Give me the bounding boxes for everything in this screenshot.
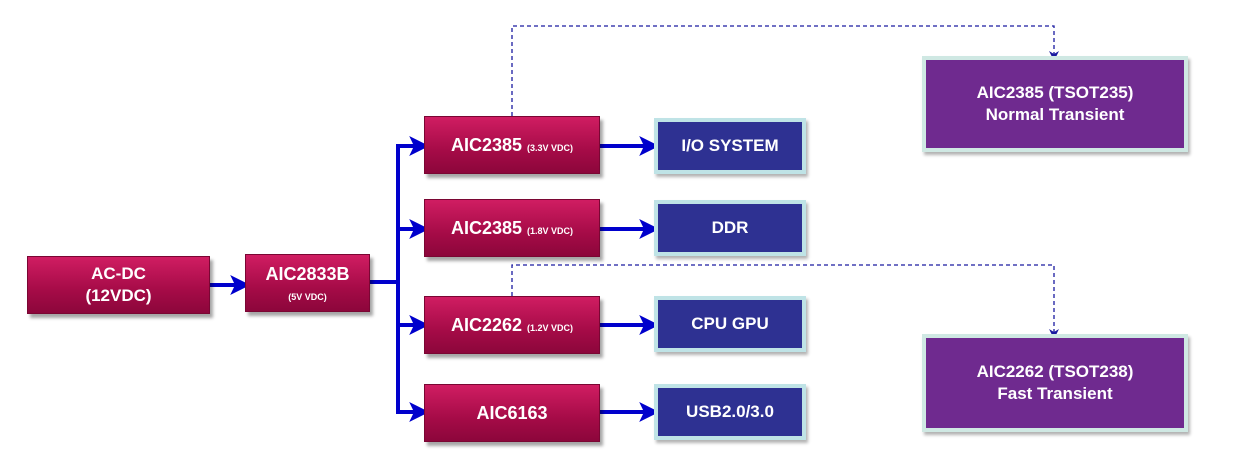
dashed-link-reg-1-to-callout-1	[511, 25, 1059, 116]
source-box: AC-DC (12VDC)	[27, 256, 210, 314]
dashed-link-reg-3-to-callout-2	[511, 264, 1059, 339]
regulator-3-label: AIC2262	[450, 314, 523, 335]
converter-voltage: (5V VDC)	[288, 292, 327, 302]
load-4-label: USB2.0/3.0	[686, 402, 774, 421]
load-box-4: USB2.0/3.0	[654, 384, 806, 440]
callout-box-1: AIC2385 (TSOT235) Normal Transient	[922, 56, 1188, 152]
load-2-label: DDR	[711, 218, 749, 237]
regulator-2-voltage: (1.8V VDC)	[527, 225, 574, 236]
regulator-box-1: AIC2385 (3.3V VDC)	[424, 116, 600, 174]
regulator-box-2: AIC2385 (1.8V VDC)	[424, 199, 600, 257]
regulator-3-voltage: (1.2V VDC)	[527, 322, 574, 333]
regulator-box-3: AIC2262 (1.2V VDC)	[424, 296, 600, 354]
load-box-1: I/O SYSTEM	[654, 118, 806, 174]
load-3-label: CPU GPU	[691, 314, 769, 333]
load-box-3: CPU GPU	[654, 296, 806, 352]
callout-1-line2: Normal Transient	[985, 105, 1125, 124]
callout-2-line1: AIC2262 (TSOT238)	[976, 362, 1134, 381]
converter-label: AIC2833B	[265, 264, 350, 284]
regulator-1-voltage: (3.3V VDC)	[527, 142, 574, 153]
callout-1-line1: AIC2385 (TSOT235)	[976, 83, 1134, 102]
load-1-label: I/O SYSTEM	[681, 136, 779, 155]
source-line2: (12VDC)	[85, 286, 152, 305]
load-box-2: DDR	[654, 200, 806, 256]
callout-2-line2: Fast Transient	[997, 384, 1113, 403]
source-line1: AC-DC	[91, 264, 146, 283]
regulator-box-4: AIC6163	[424, 384, 600, 442]
callout-box-2: AIC2262 (TSOT238) Fast Transient	[922, 334, 1188, 432]
converter-box: AIC2833B (5V VDC)	[245, 254, 370, 312]
regulator-2-label: AIC2385	[450, 217, 523, 238]
regulator-1-label: AIC2385	[450, 134, 523, 155]
regulator-4-label: AIC6163	[476, 402, 548, 423]
